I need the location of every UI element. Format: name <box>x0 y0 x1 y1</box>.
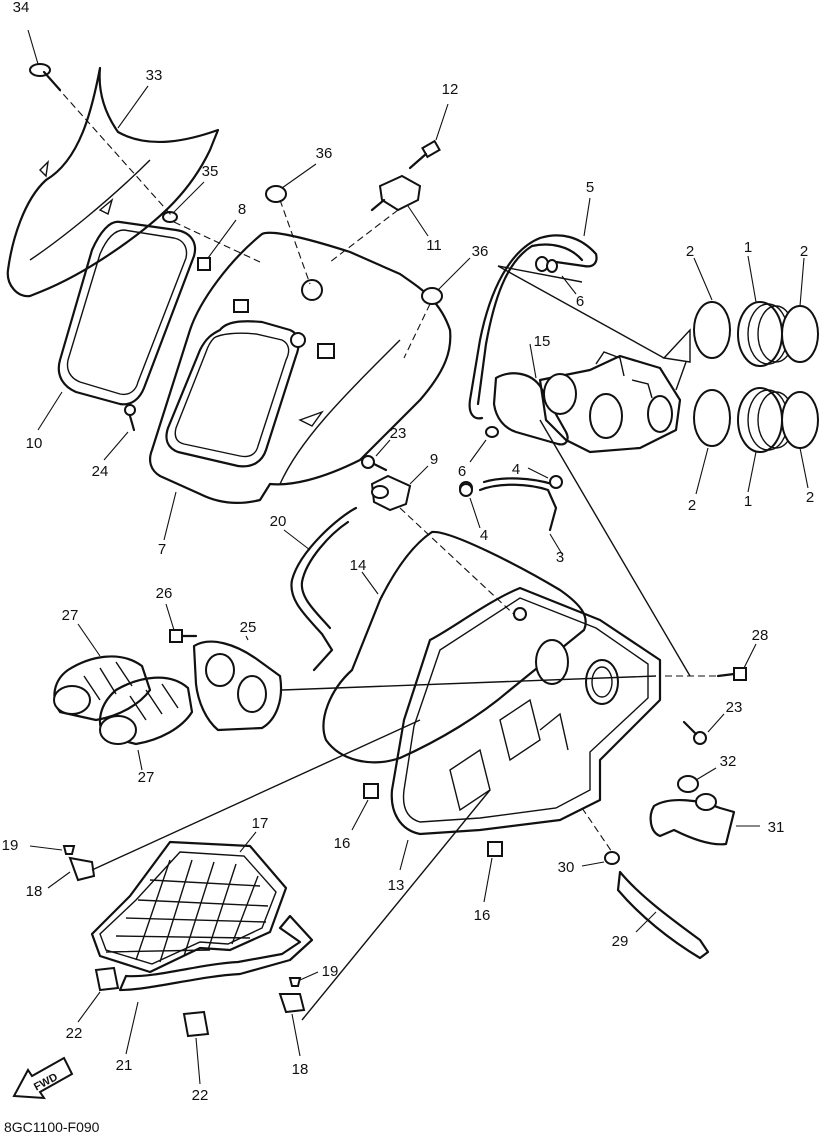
callout-23: 23 <box>390 425 407 442</box>
part-26-bolt <box>165 603 198 643</box>
callout-16: 16 <box>334 835 351 852</box>
callout-1: 1 <box>744 493 752 510</box>
callout-22: 22 <box>192 1087 209 1104</box>
callout-36: 36 <box>472 243 489 260</box>
callout-14: 14 <box>350 557 367 574</box>
part-10-gasket <box>37 220 197 431</box>
callout-12: 12 <box>442 81 459 98</box>
part-20-hose <box>283 506 358 672</box>
callout-25: 25 <box>240 619 257 636</box>
part-24-screw <box>103 404 136 461</box>
callout-8: 8 <box>238 201 246 218</box>
part-14-gasket <box>322 530 587 764</box>
part-25-bracket <box>192 635 657 732</box>
callout-21: 21 <box>116 1057 133 1074</box>
callout-34: 34 <box>13 0 30 16</box>
part-27-intake-ducts <box>53 623 194 771</box>
fwd-arrow-icon: FWD <box>12 1056 74 1100</box>
callout-18: 18 <box>292 1061 309 1078</box>
callout-17: 17 <box>252 815 269 832</box>
part-18-19-brackets <box>29 719 491 1057</box>
part-36-caps <box>265 163 471 359</box>
callout-33: 33 <box>146 67 163 84</box>
callout-19: 19 <box>322 963 339 980</box>
callout-3: 3 <box>556 549 564 566</box>
callout-2: 2 <box>806 489 814 506</box>
callout-15: 15 <box>534 333 551 350</box>
part-29-30-hose-clip <box>581 807 710 960</box>
callout-23: 23 <box>726 699 743 716</box>
part-33-side-cover <box>6 66 220 298</box>
callout-6: 6 <box>576 293 584 310</box>
callout-9: 9 <box>430 451 438 468</box>
part-31-32-hose-clip <box>649 767 760 846</box>
callout-2: 2 <box>686 243 694 260</box>
callout-22: 22 <box>66 1025 83 1042</box>
part-11-sensor <box>329 174 429 263</box>
callout-1: 1 <box>744 239 752 256</box>
callout-28: 28 <box>752 627 769 644</box>
part-17-air-filter <box>90 831 288 974</box>
part-22-pads <box>77 966 210 1085</box>
part-34-screw <box>27 29 62 92</box>
part-9-fitting <box>370 465 521 621</box>
part-16-clips <box>351 783 503 903</box>
callout-32: 32 <box>720 753 737 770</box>
part-5-hose <box>468 197 598 420</box>
part-13-airbox-lower <box>390 586 662 871</box>
part-1-2-joints-clamps <box>662 255 819 495</box>
callout-6: 6 <box>458 463 466 480</box>
callout-10: 10 <box>26 435 43 452</box>
callout-7: 7 <box>158 541 166 558</box>
reference-lines <box>55 85 691 677</box>
part-35-grommet <box>162 181 205 223</box>
callout-13: 13 <box>388 877 405 894</box>
callout-4: 4 <box>480 527 488 544</box>
callout-27: 27 <box>138 769 155 786</box>
part-23-bolts <box>361 439 725 745</box>
callout-20: 20 <box>270 513 287 530</box>
callout-36: 36 <box>316 145 333 162</box>
callout-30: 30 <box>558 859 575 876</box>
callout-11: 11 <box>426 237 442 254</box>
part-28-bolt <box>660 643 757 681</box>
part-7-airbox-cover <box>149 231 452 541</box>
callout-31: 31 <box>768 819 785 836</box>
callout-5: 5 <box>586 179 594 196</box>
callout-16: 16 <box>474 907 491 924</box>
part-21-plate <box>118 914 314 1055</box>
callout-19: 19 <box>2 837 19 854</box>
callout-24: 24 <box>92 463 109 480</box>
callout-2: 2 <box>800 243 808 260</box>
callout-27: 27 <box>62 607 79 624</box>
callout-29: 29 <box>612 933 629 950</box>
part-3-4-hose-clips <box>459 467 563 555</box>
diagram-code: 8GC1100-F090 <box>4 1119 100 1135</box>
part-12-bolt <box>408 103 449 170</box>
callout-4: 4 <box>512 461 520 478</box>
part-15-throttle-body <box>492 343 682 454</box>
part-8-clip <box>197 219 237 271</box>
callout-35: 35 <box>202 163 219 180</box>
callout-labels: 34 33 35 8 36 12 11 36 5 6 2 1 2 15 10 2… <box>2 0 815 1104</box>
callout-26: 26 <box>156 585 173 602</box>
callout-18: 18 <box>26 883 43 900</box>
callout-2: 2 <box>688 497 696 514</box>
